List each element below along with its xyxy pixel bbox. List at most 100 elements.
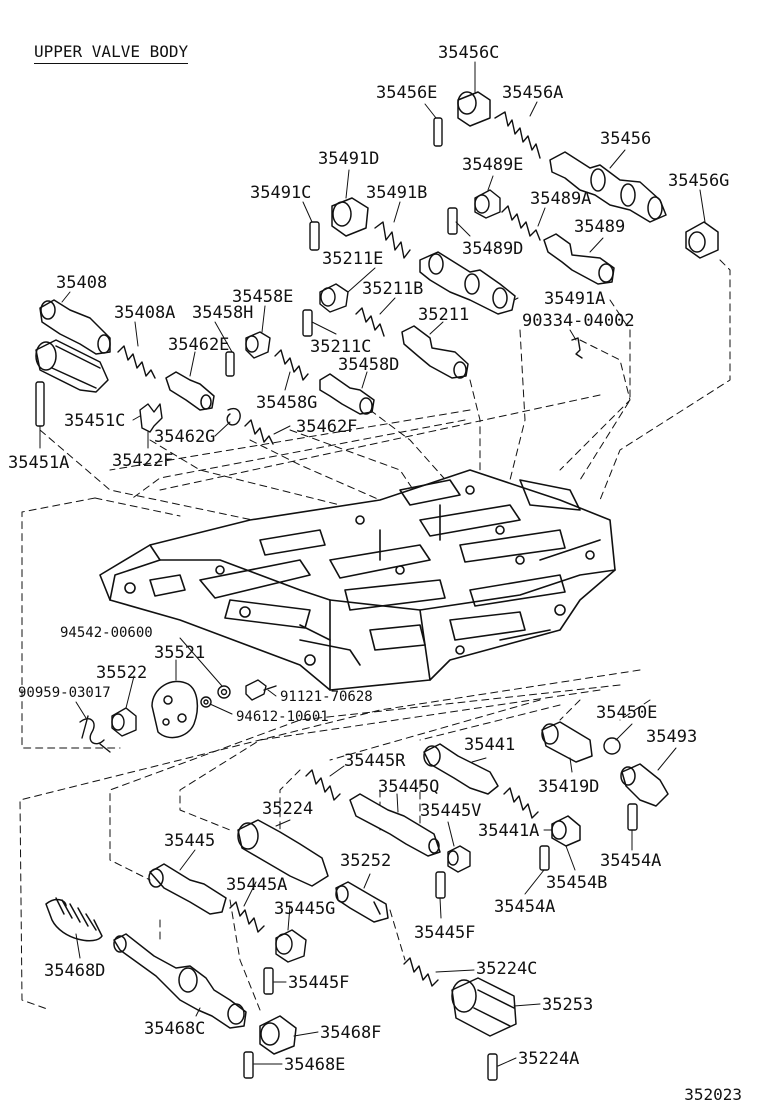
- label-35454B: 35454B: [546, 873, 608, 893]
- part-35491A-valve: [419, 251, 516, 315]
- label-35408: 35408: [56, 273, 108, 293]
- label-35451C: 35451C: [64, 411, 126, 431]
- part-35489D: [447, 207, 458, 235]
- label-35224: 35224: [262, 799, 314, 819]
- part-35462E: [225, 351, 235, 377]
- part-35224-valve: [237, 819, 329, 887]
- part-35456G: [685, 221, 719, 259]
- part-90334-04002: [571, 337, 583, 359]
- part-35489-valve: [543, 233, 615, 285]
- part-35445V: [447, 845, 471, 873]
- part-35445F: [263, 967, 274, 995]
- part-91121-70628-bolt: [245, 679, 277, 701]
- diagram-title: UPPER VALVE BODY: [34, 42, 189, 64]
- assembly-guide-lines: [19, 259, 731, 1011]
- label-35468E: 35468E: [284, 1055, 346, 1075]
- label-91121-70628: 91121-70628: [280, 689, 373, 705]
- label-35462G: 35462G: [154, 427, 216, 447]
- label-35445V: 35445V: [420, 801, 482, 821]
- part-35456E: [433, 117, 443, 147]
- label-35468F: 35468F: [320, 1023, 382, 1043]
- part-35445Q-valve: [349, 793, 441, 857]
- label-35445A: 35445A: [226, 875, 288, 895]
- label-35454A-right: 35454A: [600, 851, 662, 871]
- leader-lines: [39, 61, 706, 1067]
- part-35489A-spring: [501, 205, 541, 241]
- label-35211B: 35211B: [362, 279, 424, 299]
- part-35211-valve: [401, 325, 469, 379]
- label-35491A: 35491A: [544, 289, 606, 309]
- part-35211B-spring: [355, 307, 385, 337]
- part-35422F-retainer: [139, 403, 163, 433]
- part-35211C: [302, 309, 313, 337]
- label-35521: 35521: [154, 643, 206, 663]
- part-35462F-spring: [244, 419, 274, 445]
- part-35522-plug: [111, 707, 137, 737]
- label-35458E: 35458E: [232, 287, 294, 307]
- part-94542-00600-washer: [217, 685, 231, 699]
- part-35224A: [487, 1053, 498, 1081]
- part-35491D: [331, 197, 369, 237]
- part-35491B-spring: [374, 221, 411, 259]
- upper-valve-body-casting: [99, 469, 616, 691]
- part-35224C-spring: [403, 957, 439, 987]
- figure-number: 352023: [684, 1085, 742, 1104]
- part-35253: [451, 977, 517, 1037]
- label-35224C: 35224C: [476, 959, 538, 979]
- label-35458D: 35458D: [338, 355, 400, 375]
- label-35252: 35252: [340, 851, 392, 871]
- label-94542-00600: 94542-00600: [60, 625, 153, 641]
- label-35489D: 35489D: [462, 239, 524, 259]
- part-35408-valve: [39, 299, 111, 355]
- part-35445F-c: [435, 871, 446, 899]
- label-35211E: 35211E: [322, 249, 384, 269]
- part-90959-03017-spring: [79, 715, 111, 753]
- label-35441A: 35441A: [478, 821, 540, 841]
- label-35445: 35445: [164, 831, 216, 851]
- label-35491C: 35491C: [250, 183, 312, 203]
- label-35491B: 35491B: [366, 183, 428, 203]
- part-35445G: [275, 929, 307, 963]
- part-35456A-spring: [494, 111, 541, 159]
- label-35451A: 35451A: [8, 453, 70, 473]
- label-35224A: 35224A: [518, 1049, 580, 1069]
- label-35462F: 35462F: [296, 417, 358, 437]
- label-35493: 35493: [646, 727, 698, 747]
- part-35456C: [457, 91, 491, 127]
- label-35489A: 35489A: [530, 189, 592, 209]
- label-35458G: 35458G: [256, 393, 318, 413]
- label-35445R: 35445R: [344, 751, 406, 771]
- part-35454A: [539, 845, 550, 871]
- label-35441: 35441: [464, 735, 516, 755]
- part-35450E-ball: [603, 737, 621, 755]
- label-35445F: 35445F: [288, 973, 350, 993]
- label-35462E: 35462E: [168, 335, 230, 355]
- part-35441-valve: [423, 743, 499, 795]
- label-35468D: 35468D: [44, 961, 106, 981]
- label-35419D: 35419D: [538, 777, 600, 797]
- label-35445Q: 35445Q: [378, 777, 440, 797]
- part-35454B: [551, 815, 581, 847]
- label-35408A: 35408A: [114, 303, 176, 323]
- part-35252: [335, 881, 389, 923]
- part-35462G-clip: [226, 407, 241, 426]
- part-35456-valve: [549, 151, 667, 223]
- label-35422F: 35422F: [112, 451, 174, 471]
- label-35211: 35211: [418, 305, 470, 325]
- part-35445-valve: [148, 863, 227, 915]
- label-35489: 35489: [574, 217, 626, 237]
- part-35445R-spring: [305, 769, 341, 801]
- part-35451A-pin: [35, 381, 45, 427]
- label-35456: 35456: [600, 129, 652, 149]
- label-35456C: 35456C: [438, 43, 500, 63]
- part-35458G-spring: [274, 349, 309, 381]
- part-35489E: [474, 189, 501, 219]
- label-35456E: 35456E: [376, 83, 438, 103]
- label-35456A: 35456A: [502, 83, 564, 103]
- part-35458D-valve: [319, 373, 375, 415]
- part-35462E-valve: [165, 371, 215, 411]
- part-35521-plate: [151, 680, 199, 739]
- part-35468E: [243, 1051, 254, 1079]
- label-35211C: 35211C: [310, 337, 372, 357]
